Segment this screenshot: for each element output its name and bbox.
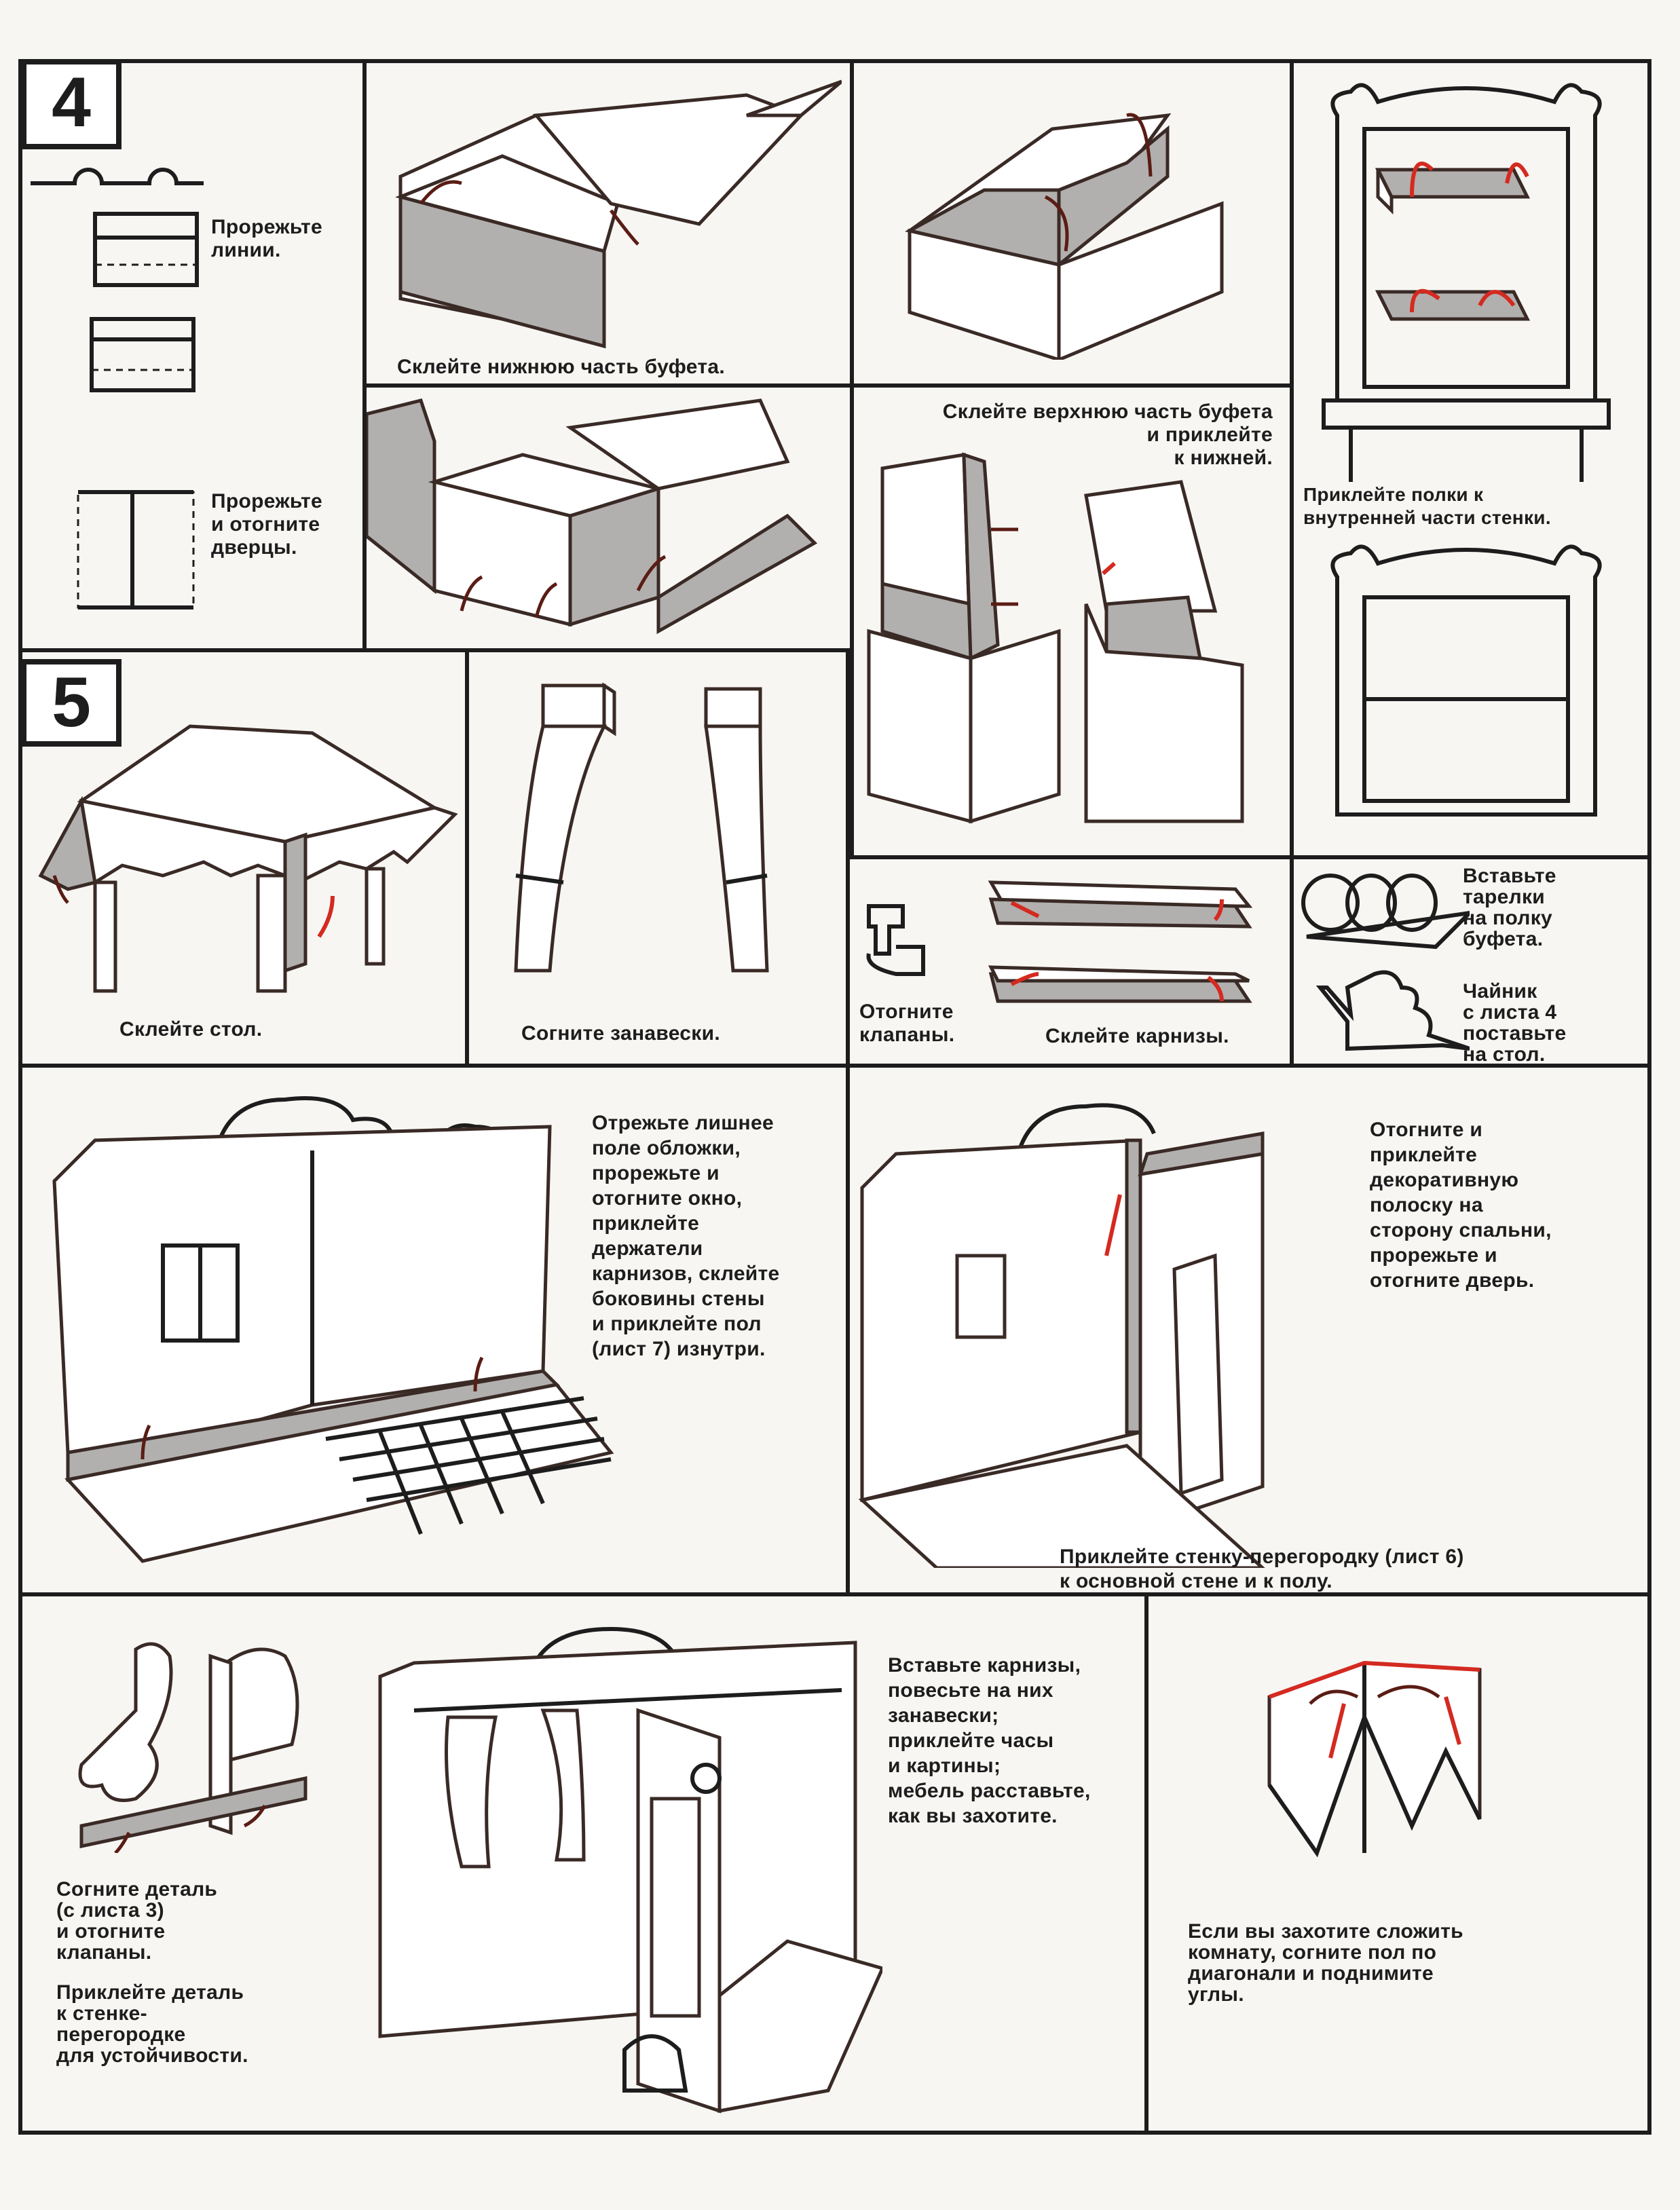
instruction-cut-lines: Прорежьте линии. bbox=[211, 216, 322, 261]
instruction-teapot: Чайник с листа 4 поставьте на стол. bbox=[1463, 980, 1567, 1066]
instruction-glue-rods: Склейте карнизы. bbox=[1045, 1025, 1229, 1047]
shelves-illustration bbox=[1310, 75, 1629, 842]
final-room-illustration bbox=[367, 1615, 882, 2124]
instruction-partition: Приклейте стенку-перегородку (лист 6) к … bbox=[1060, 1546, 1464, 1592]
instruction-glue-shelves: Приклейте полки к внутренней части стенк… bbox=[1303, 484, 1551, 528]
instruction-glue-upper: Склейте верхнюю часть буфета и приклейте… bbox=[942, 400, 1273, 469]
instruction-hang-curtains: Вставьте карнизы, повесьте на них занаве… bbox=[888, 1654, 1091, 1827]
instruction-fold-room: Если вы захотите сложить комнату, согнит… bbox=[1188, 1920, 1463, 2006]
cut-lines-illustration bbox=[27, 156, 204, 618]
curtains-illustration bbox=[475, 672, 842, 991]
upper-cabinet-illustration bbox=[862, 441, 1269, 835]
support-part-illustration bbox=[61, 1629, 333, 1853]
instruction-glue-part: Приклейте деталь к стенке- перегородке д… bbox=[56, 1981, 248, 2067]
partition-illustration bbox=[855, 1079, 1344, 1568]
lower-cabinet-illustration bbox=[380, 75, 842, 353]
instruction-main-wall: Отрежьте лишнее поле обложки, прорежьте … bbox=[592, 1112, 780, 1360]
instruction-fold-curtains: Согните занавески. bbox=[521, 1022, 720, 1045]
instruction-fold-flaps: Отогните клапаны. bbox=[859, 1000, 955, 1046]
instruction-glue-table: Склейте стол. bbox=[119, 1018, 263, 1041]
fold-top-illustration bbox=[896, 75, 1276, 360]
fold-room-illustration bbox=[1256, 1649, 1514, 1873]
step-number-4: 4 bbox=[21, 59, 122, 149]
rods-illustration bbox=[855, 872, 1276, 1028]
main-wall-illustration bbox=[41, 1072, 842, 1588]
panel-fold-room bbox=[1144, 1592, 1651, 2135]
instruction-fold-part: Согните деталь (с листа 3) и отогните кл… bbox=[56, 1878, 218, 1964]
step-number-5: 5 bbox=[21, 659, 122, 747]
lower-cabinet-detail-illustration bbox=[367, 387, 842, 645]
plates-teapot-illustration bbox=[1300, 872, 1470, 1055]
table-illustration bbox=[27, 719, 462, 1005]
instruction-cut-doors: Прорежьте и отогните дверцы. bbox=[211, 490, 322, 559]
instruction-glue-lower: Склейте нижнюю часть буфета. bbox=[397, 356, 726, 378]
instruction-insert-plates: Вставьте тарелки на полку буфета. bbox=[1463, 865, 1556, 950]
instruction-decorative-strip: Отогните и приклейте декоративную полоск… bbox=[1370, 1119, 1552, 1292]
